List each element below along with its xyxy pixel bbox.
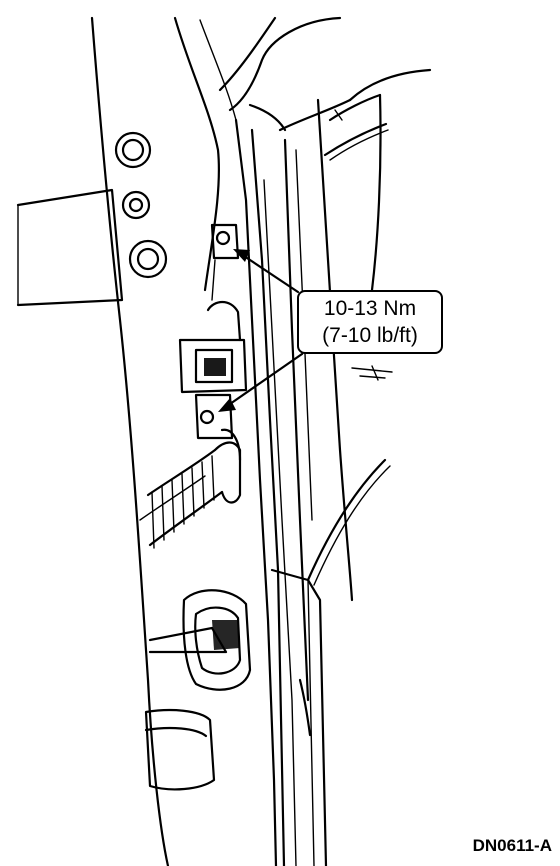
torque-metric: 10-13 Nm [323, 297, 417, 320]
rocker-block [144, 708, 216, 791]
b-pillar [218, 16, 432, 866]
weatherstrip-mark [351, 365, 393, 381]
figure-id: DN0611-A [472, 836, 552, 855]
rear-quarter-panel [270, 458, 391, 866]
door-grommets [114, 131, 168, 279]
torque-leader-arrows [218, 249, 304, 412]
wiring-harness [139, 428, 242, 549]
door-panel [90, 16, 237, 866]
lower-hinge [148, 589, 252, 691]
door-check-bracket [178, 300, 248, 440]
upper-hinge [210, 223, 240, 301]
torque-spec-callout: 10-13 Nm (7-10 lb/ft) [297, 290, 443, 354]
torque-imperial: (7-10 lb/ft) [322, 324, 418, 347]
mirror-bracket [16, 188, 124, 307]
